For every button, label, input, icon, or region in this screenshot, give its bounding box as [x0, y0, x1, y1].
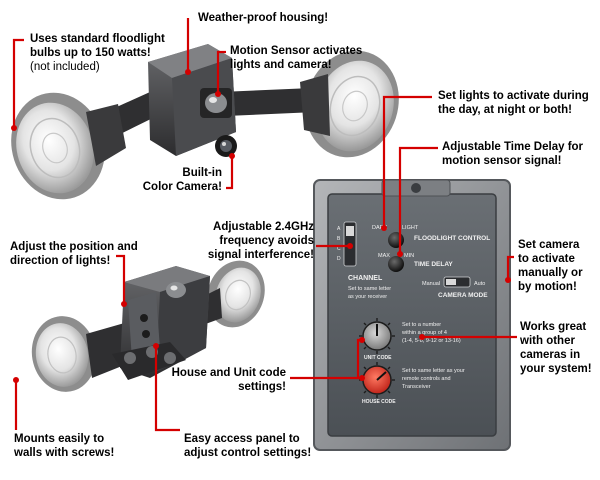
camera-lens: [215, 135, 237, 157]
callout-set-lights: Set lights to activate during the day, a…: [438, 89, 589, 117]
leader-access-panel: [154, 346, 180, 432]
callout-motion-sensor-line-2: lights and camera!: [230, 59, 332, 71]
callout-access-panel-line-2: adjust control settings!: [184, 447, 312, 459]
callout-other-cameras: Works great with other cameras in your s…: [520, 320, 592, 376]
callout-floodlight-bulbs-line-1: Uses standard floodlight: [30, 33, 165, 45]
floodlight-camera-top: [11, 44, 399, 200]
callout-leaders: [12, 18, 517, 432]
leader-motion-sensor: [216, 50, 226, 94]
panel-max-label: MAX: [378, 253, 390, 259]
callout-time-delay-line-2: motion sensor signal!: [442, 155, 562, 167]
callout-other-cameras-line-2: with other: [520, 335, 575, 347]
panel-min-label: MIN: [404, 253, 414, 259]
panel-labels: DARK LIGHT FLOODLIGHT CONTROL MAX MIN TI…: [337, 225, 490, 405]
callout-time-delay-line-1: Adjustable Time Delay for: [442, 141, 584, 153]
callout-floodlight-bulbs: Uses standard floodlight bulbs up to 150…: [30, 32, 165, 74]
leader-color-camera: [226, 156, 234, 190]
panel-time-delay: TIME DELAY: [414, 261, 453, 268]
panel-unit-note-3: (1-4, 5-8, 9-12 or 13-16): [402, 338, 461, 344]
callout-frequency-line-1: Adjustable 2.4GHz: [213, 221, 314, 233]
callout-floodlight-bulbs-note: (not included): [30, 61, 100, 73]
floodlight-bulb-right: [300, 50, 399, 158]
panel-manual-label: Manual: [422, 281, 440, 287]
panel-floodlight-control: FLOODLIGHT CONTROL: [414, 235, 490, 242]
floodlight-bulb-left: [11, 92, 126, 200]
callout-adjust-position: Adjust the position and direction of lig…: [10, 240, 138, 268]
callout-mounts-easily-line-1: Mounts easily to: [14, 433, 105, 445]
panel-channel-c: C: [337, 246, 341, 252]
callout-frequency-line-3: signal interference!: [207, 249, 314, 261]
callout-house-unit-code-line-1: House and Unit code: [171, 367, 286, 379]
panel-channel-b: B: [337, 236, 341, 242]
callout-other-cameras-line-1: Works great: [520, 321, 587, 333]
panel-camera-mode: CAMERA MODE: [438, 292, 488, 299]
callout-other-cameras-line-4: your system!: [520, 363, 592, 375]
panel-channel-label: CHANNEL: [348, 275, 383, 282]
control-panel: [313, 179, 511, 451]
callout-camera-mode-line-1: Set camera: [518, 239, 580, 251]
floodlight-camera-bottom: [31, 260, 265, 392]
panel-light-label: LIGHT: [402, 225, 419, 231]
panel-house-note-3: Transceiver: [402, 384, 431, 390]
leader-floodlight-bulbs: [12, 38, 24, 128]
callout-mounts-easily-line-2: walls with screws!: [14, 447, 115, 459]
callout-other-cameras-line-3: cameras in: [520, 349, 581, 361]
callout-camera-mode-line-4: by motion!: [518, 281, 577, 293]
panel-auto-label: Auto: [474, 281, 485, 287]
callout-weatherproof-housing: Weather-proof housing!: [198, 11, 328, 25]
panel-house-code: HOUSE CODE: [362, 399, 396, 405]
callout-dots: [11, 69, 511, 383]
callout-motion-sensor-line-1: Motion Sensor activates: [230, 45, 363, 57]
panel-unit-note-2: within a group of 4: [401, 330, 447, 336]
callout-mounts-easily: Mounts easily to walls with screws!: [14, 432, 114, 460]
callout-camera-mode-line-2: to activate: [518, 253, 575, 265]
callout-time-delay: Adjustable Time Delay for motion sensor …: [442, 140, 583, 168]
callout-color-camera: Built-in Color Camera!: [140, 166, 222, 194]
panel-unit-code: UNIT CODE: [364, 355, 392, 361]
callout-house-unit-code-line-2: settings!: [238, 381, 286, 393]
callout-frequency-line-2: frequency avoids: [219, 235, 314, 247]
weatherproof-housing: [148, 44, 236, 156]
callout-camera-mode-line-3: manually or: [518, 267, 583, 279]
callout-camera-mode: Set camera to activate manually or by mo…: [518, 238, 583, 294]
callout-access-panel: Easy access panel to adjust control sett…: [184, 432, 311, 460]
callout-adjust-position-line-1: Adjust the position and: [10, 241, 138, 253]
callout-frequency: Adjustable 2.4GHz frequency avoids signa…: [190, 220, 314, 262]
callout-set-lights-line-2: the day, at night or both!: [438, 104, 572, 116]
panel-house-note-1: Set to same letter as your: [402, 368, 465, 374]
panel-channel-d: D: [337, 256, 341, 262]
leader-time-delay: [398, 146, 438, 254]
callout-weatherproof-housing-line-1: Weather-proof housing!: [198, 12, 329, 24]
panel-dark-label: DARK: [372, 225, 388, 231]
callout-motion-sensor: Motion Sensor activates lights and camer…: [230, 44, 362, 72]
leader-adjust-position: [116, 254, 126, 304]
callout-color-camera-line-1: Built-in: [182, 167, 222, 179]
panel-channel-note-1: Set to same letter: [348, 286, 391, 292]
panel-unit-note-1: Set to a number: [402, 322, 441, 328]
leader-set-lights: [382, 95, 432, 228]
callout-access-panel-line-1: Easy access panel to: [184, 433, 300, 445]
callout-floodlight-bulbs-line-2: bulbs up to 150 watts!: [30, 47, 151, 59]
panel-channel-a: A: [337, 226, 341, 232]
callout-adjust-position-line-2: direction of lights!: [10, 255, 111, 267]
callout-house-unit-code: House and Unit code settings!: [164, 366, 286, 394]
leader-camera-mode: [506, 255, 514, 280]
callout-set-lights-line-1: Set lights to activate during: [438, 90, 589, 102]
callout-color-camera-line-2: Color Camera!: [142, 181, 222, 193]
panel-channel-note-2: as your receiver: [348, 294, 387, 300]
panel-house-note-2: remote controls and: [402, 376, 451, 382]
